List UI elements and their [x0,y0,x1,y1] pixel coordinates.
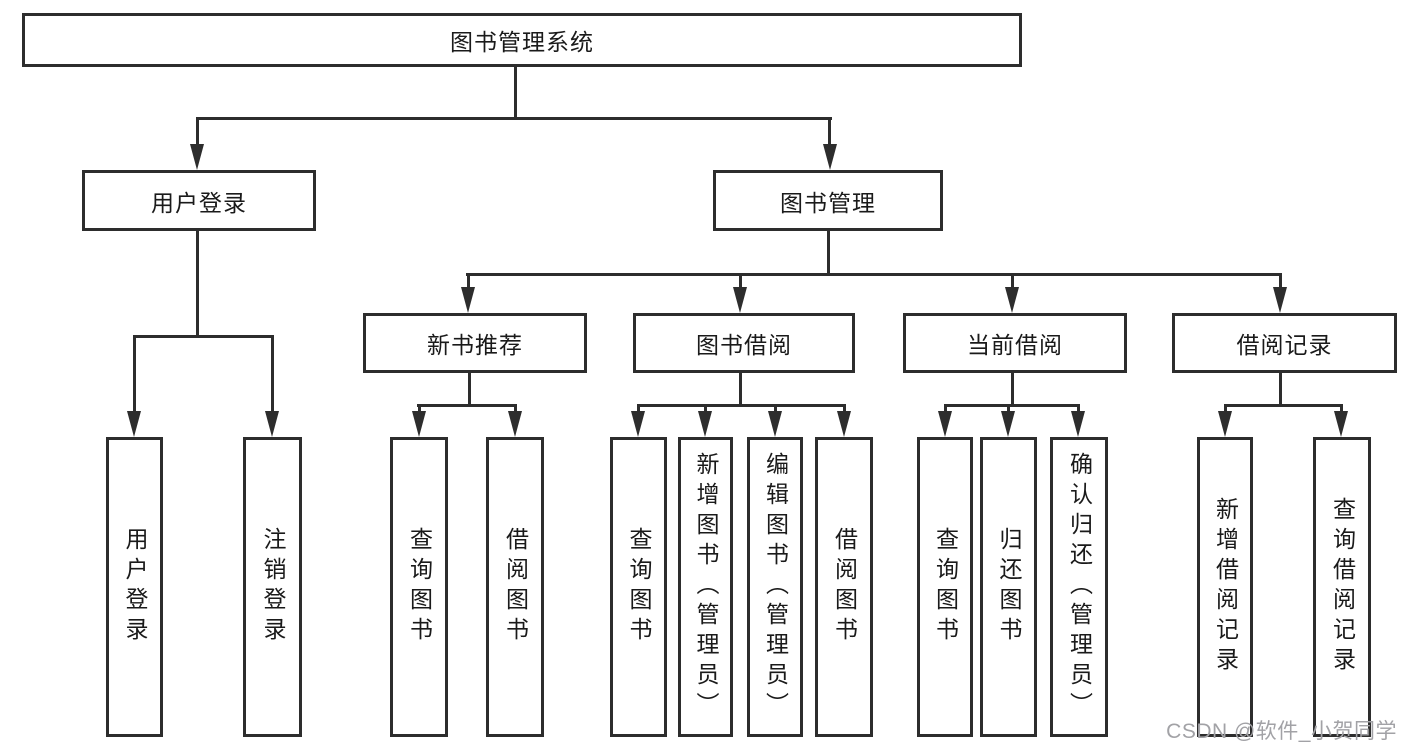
arrow-down-icon [698,411,712,437]
node-current-borrowing: 当前借阅 [903,313,1127,373]
connector-line [827,231,830,275]
node-user-login-leaf: 用户登录 [106,437,163,737]
node-query-borrow-record: 查询借阅记录 [1313,437,1371,737]
connector-line [1279,373,1282,407]
arrow-down-icon [837,411,851,437]
arrow-down-icon [190,144,204,170]
arrow-down-icon [412,411,426,437]
node-confirm-return-admin: 确认归还（管理员） [1050,437,1108,737]
arrow-down-icon [508,411,522,437]
node-return-books: 归还图书 [980,437,1037,737]
connector-line [468,373,471,407]
node-book-borrowing: 图书借阅 [633,313,855,373]
connector-line [944,404,947,414]
arrow-down-icon [1005,287,1019,313]
arrow-down-icon [631,411,645,437]
arrow-down-icon [1334,411,1348,437]
arrow-down-icon [1273,287,1287,313]
node-query-books-current: 查询图书 [917,437,973,737]
connector-line [774,404,777,414]
connector-line [1279,273,1282,289]
node-user-login: 用户登录 [82,170,316,231]
connector-line [196,231,199,338]
node-new-book-recommend: 新书推荐 [363,313,587,373]
arrow-down-icon [733,287,747,313]
node-edit-books-admin: 编辑图书（管理员） [747,437,803,737]
connector-line [514,66,517,119]
connector-line [133,335,274,338]
arrow-down-icon [823,144,837,170]
node-borrow-books-borrowing: 借阅图书 [815,437,873,737]
node-library-system: 图书管理系统 [22,13,1022,67]
node-borrow-books-recommend: 借阅图书 [486,437,544,737]
connector-line [843,404,846,414]
connector-line [466,273,1282,276]
arrow-down-icon [127,411,141,437]
connector-line [133,335,136,413]
connector-line [637,404,640,414]
arrow-down-icon [1218,411,1232,437]
connector-line [1224,404,1227,414]
connector-line [196,117,199,147]
connector-line [1077,404,1080,414]
connector-line [1011,273,1014,289]
arrow-down-icon [938,411,952,437]
connector-line [1007,404,1010,414]
connector-line [1224,404,1342,407]
node-book-management: 图书管理 [713,170,943,231]
connector-line [1340,404,1343,414]
node-query-books-borrowing: 查询图书 [610,437,667,737]
arrow-down-icon [461,287,475,313]
arrow-down-icon [768,411,782,437]
arrow-down-icon [1071,411,1085,437]
arrow-down-icon [1001,411,1015,437]
watermark: CSDN @软件_小贺同学 [1166,720,1397,743]
connector-line [704,404,707,414]
connector-line [1011,373,1014,407]
arrow-down-icon [265,411,279,437]
connector-line [418,404,421,414]
connector-line [196,117,832,120]
node-query-books-recommend: 查询图书 [390,437,448,737]
connector-line [828,117,831,147]
node-add-borrow-record: 新增借阅记录 [1197,437,1253,737]
connector-line [271,335,274,413]
connector-line [514,404,517,414]
connector-line [944,404,1080,407]
connector-line [467,273,470,289]
node-logout: 注销登录 [243,437,302,737]
connector-line [417,404,516,407]
node-borrowing-records: 借阅记录 [1172,313,1397,373]
connector-line [739,373,742,407]
connector-line [637,404,845,407]
node-add-books-admin: 新增图书（管理员） [678,437,733,737]
connector-line [739,273,742,289]
